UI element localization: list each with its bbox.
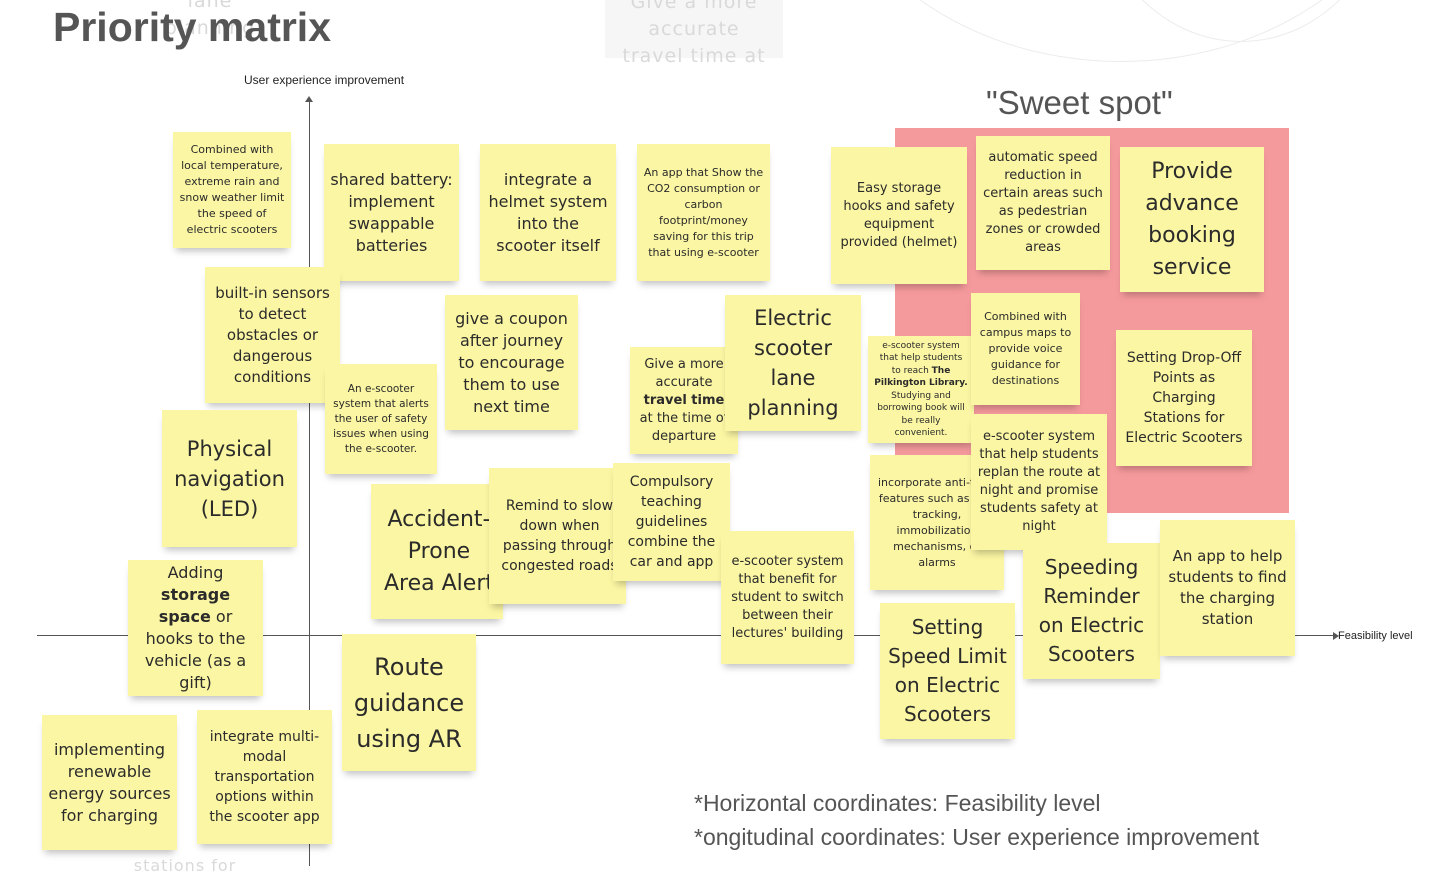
sticky-note-campus-maps-voice[interactable]: Combined with campus maps to provide voi… <box>971 293 1080 405</box>
sticky-note-helmet-system[interactable]: integrate a helmet system into the scoot… <box>480 144 616 281</box>
sticky-note-renewable-energy[interactable]: implementing renewable energy sources fo… <box>42 715 177 850</box>
footnote-horizontal: *Horizontal coordinates: Feasibility lev… <box>694 790 1101 816</box>
sticky-note-co2-app[interactable]: An app that Show the CO2 consumption or … <box>637 144 770 281</box>
ghost-text-top-left: lane planning <box>164 0 256 39</box>
sticky-note-speed-limit[interactable]: Setting Speed Limit on Electric Scooters <box>880 603 1015 739</box>
background-decoration-circle <box>820 0 1422 62</box>
ghost-text-top-mid-3: travel time at <box>622 45 766 67</box>
page-title: Priority matrix <box>53 4 331 50</box>
ghost-text-top-mid-2: accurate <box>648 18 740 40</box>
x-axis-line <box>37 635 1335 636</box>
x-axis-label: Feasibility level <box>1338 630 1413 642</box>
footnote-vertical: *ongitudinal coordinates: User experienc… <box>694 824 1260 850</box>
sticky-note-scooter-lane-planning[interactable]: Electric scooter lane planning <box>725 295 861 431</box>
ghost-text-top-mid-1: Give a more <box>630 0 758 13</box>
y-axis-line <box>309 100 310 866</box>
y-axis-arrow <box>305 96 313 102</box>
sticky-note-accident-prone-alert[interactable]: Accident-Prone Area Alert <box>371 484 503 619</box>
sticky-note-built-in-sensors[interactable]: built-in sensors to detect obstacles or … <box>205 267 340 403</box>
sticky-note-accurate-travel-time[interactable]: Give a more accurate travel time at the … <box>630 347 738 454</box>
x-axis-arrow <box>1333 632 1339 640</box>
sticky-note-shared-battery[interactable]: shared battery: implement swappable batt… <box>324 144 459 281</box>
sticky-note-safety-alerts[interactable]: An e-scooter system that alerts the user… <box>325 364 437 474</box>
sticky-note-automatic-speed-reduction[interactable]: automatic speed reduction in certain are… <box>976 136 1110 270</box>
sticky-note-ar-route-guidance[interactable]: Route guidance using AR <box>342 634 476 771</box>
ghost-note-top-mid <box>605 0 783 58</box>
sticky-note-night-route-replan[interactable]: e-scooter system that help students repl… <box>971 414 1107 550</box>
sticky-note-find-charging-station[interactable]: An app to help students to find the char… <box>1160 520 1295 656</box>
sticky-note-easy-storage[interactable]: Easy storage hooks and safety equipment … <box>831 147 967 284</box>
sticky-note-weather-speed-limit[interactable]: Combined with local temperature, extreme… <box>173 132 291 248</box>
sticky-note-coupon[interactable]: give a coupon after journey to encourage… <box>445 295 578 430</box>
ghost-text-bottom-left: stations for <box>133 856 237 875</box>
y-axis-label: User experience improvement <box>244 73 405 87</box>
sticky-note-teaching-guidelines[interactable]: Compulsory teaching guidelines combine t… <box>613 463 730 581</box>
sticky-note-storage-space-gift[interactable]: Adding storage space or hooks to the veh… <box>128 560 263 696</box>
sticky-note-slow-down-reminder[interactable]: Remind to slow down when passing through… <box>489 468 626 604</box>
sticky-note-pilkington-library[interactable]: e-scooter system that help students to r… <box>868 336 974 443</box>
sticky-note-physical-navigation[interactable]: Physical navigation (LED) <box>162 410 297 547</box>
sticky-note-speeding-reminder[interactable]: Speeding Reminder on Electric Scooters <box>1023 543 1160 679</box>
sticky-note-drop-off-charging[interactable]: Setting Drop-Off Points as Charging Stat… <box>1116 330 1252 466</box>
sticky-note-multi-modal[interactable]: integrate multi-modal transportation opt… <box>197 710 332 844</box>
sweet-spot-label: "Sweet spot" <box>986 84 1173 121</box>
sticky-note-switch-lecture-buildings[interactable]: e-scooter system that benefit for studen… <box>721 531 854 664</box>
sticky-note-advance-booking[interactable]: Provide advance booking service <box>1120 147 1264 292</box>
